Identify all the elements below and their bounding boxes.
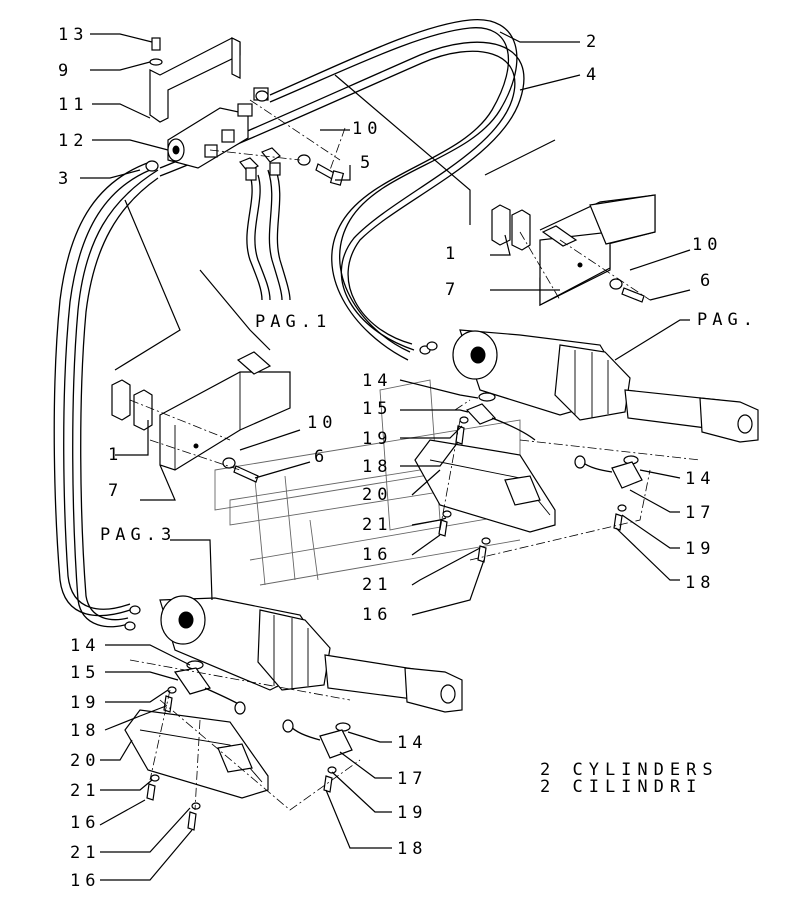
valve-assembly — [145, 37, 269, 172]
label-1-upper: 1 — [445, 244, 460, 264]
note-line-1: 2 CYLINDERS — [540, 760, 719, 780]
hose-2-4 — [159, 19, 525, 361]
label-6-mid: 6 — [314, 447, 329, 467]
bolt-5-group — [297, 154, 345, 186]
label-18-upper: 18 — [362, 457, 392, 477]
label-3: 3 — [58, 169, 73, 189]
label-21-lower-b: 21 — [70, 843, 100, 863]
pag-ref-upper: PAG. — [697, 310, 758, 330]
label-14-lower-right: 14 — [397, 733, 427, 753]
label-14-upper: 14 — [362, 371, 392, 391]
label-6-right: 6 — [700, 271, 715, 291]
callout-labels: 13 9 11 12 3 2 4 10 5 PAG.1 1 7 10 6 PAG… — [58, 25, 758, 891]
label-16-lower-b: 16 — [70, 871, 100, 891]
label-13: 13 — [58, 25, 88, 45]
label-10-right: 10 — [692, 235, 722, 255]
label-14-lower: 14 — [70, 636, 100, 656]
guard-lower — [124, 709, 269, 799]
label-21-lower-a: 21 — [70, 781, 100, 801]
clamp-upper-right — [491, 194, 656, 306]
label-4: 4 — [586, 65, 601, 85]
pag-ref-3: PAG.3 — [100, 525, 176, 545]
label-9: 9 — [58, 61, 73, 81]
hose-3 — [53, 161, 159, 628]
label-19-upper: 19 — [362, 429, 392, 449]
label-7-upper: 7 — [445, 280, 460, 300]
note-line-2: 2 CILINDRI — [540, 777, 702, 797]
label-1-left: 1 — [108, 445, 123, 465]
label-16-upper-a: 16 — [362, 545, 392, 565]
label-21-upper-a: 21 — [362, 515, 392, 535]
cylinder-lower — [124, 595, 463, 713]
leader-lines — [80, 31, 691, 881]
label-18-right: 18 — [685, 573, 715, 593]
label-19-lower: 19 — [70, 693, 100, 713]
label-10-top: 10 — [352, 119, 382, 139]
label-11: 11 — [58, 95, 88, 115]
label-7-left: 7 — [108, 481, 123, 501]
label-21-upper-b: 21 — [362, 575, 392, 595]
label-14-right: 14 — [685, 469, 715, 489]
parts-21-16-lower — [146, 774, 201, 831]
label-16-lower-a: 16 — [70, 813, 100, 833]
label-19-lower-right: 19 — [397, 803, 427, 823]
label-18-lower-right: 18 — [397, 839, 427, 859]
fittings-lower — [163, 660, 246, 715]
fittings-upper-right — [574, 455, 643, 531]
label-16-upper-b: 16 — [362, 605, 392, 625]
label-20-lower: 20 — [70, 751, 100, 771]
label-17-lower-right: 17 — [397, 769, 427, 789]
guard-upper — [414, 439, 556, 533]
pag-ref-1: PAG.1 — [255, 312, 331, 332]
cylinder-upper — [419, 329, 759, 443]
bolt-13-icon — [151, 37, 161, 51]
label-15-upper: 15 — [362, 399, 392, 419]
cylinder-note: 2 CYLINDERS 2 CILINDRI — [540, 760, 719, 797]
label-15-lower: 15 — [70, 663, 100, 683]
label-12: 12 — [58, 131, 88, 151]
label-18-lower: 18 — [70, 721, 100, 741]
label-17-right: 17 — [685, 503, 715, 523]
fittings-upper — [455, 392, 536, 445]
label-2: 2 — [586, 32, 601, 52]
pipes-to-pag1 — [239, 147, 291, 301]
washer-9-icon — [149, 58, 163, 66]
label-10-mid: 10 — [307, 413, 337, 433]
label-20-upper: 20 — [362, 485, 392, 505]
label-19-right: 19 — [685, 539, 715, 559]
label-5: 5 — [360, 153, 375, 173]
clamp-left-middle — [111, 351, 291, 483]
parts-21-16-upper — [438, 510, 491, 563]
